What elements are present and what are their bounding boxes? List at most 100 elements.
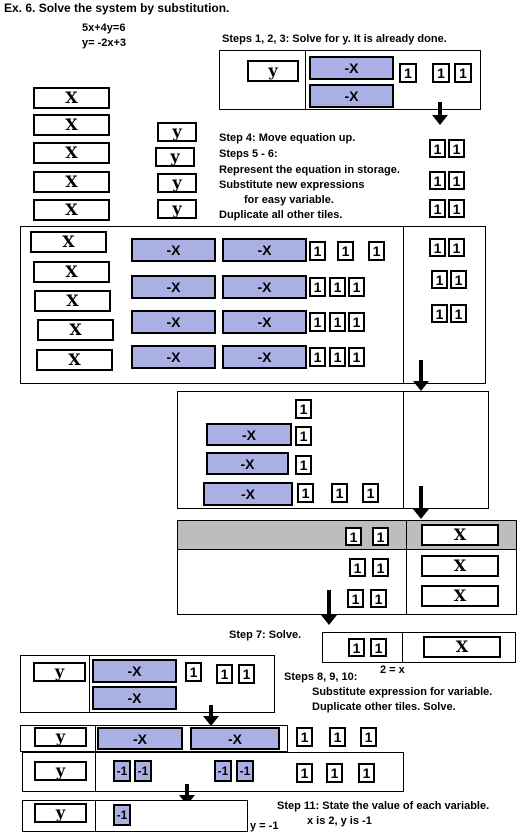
- y-tile: y: [34, 727, 87, 747]
- tile-label: 1: [242, 666, 251, 682]
- tile-label: X: [68, 350, 81, 369]
- neg-x-tile: -X: [206, 423, 292, 446]
- one-tile: 1: [431, 304, 448, 323]
- x-tile: X: [37, 319, 114, 341]
- down-arrow: [413, 360, 429, 391]
- one-tile: 1: [348, 638, 365, 657]
- tile-label: -X: [241, 486, 255, 502]
- tile-label: X: [65, 200, 78, 219]
- tile-label: -X: [127, 690, 142, 706]
- neg-x-tile: -X: [206, 452, 289, 475]
- one-tile: 1: [431, 270, 448, 289]
- tile-label: y: [172, 199, 182, 218]
- tile-label: 1: [300, 765, 309, 781]
- one-tile: 1: [347, 589, 364, 608]
- tile-label: 1: [433, 140, 442, 157]
- steps-5-6-line-a: Represent the equation in storage.: [219, 164, 400, 176]
- one-tile: 1: [238, 664, 255, 684]
- y-tile: y: [33, 662, 86, 682]
- tile-label: -X: [228, 730, 242, 747]
- tile-label: 1: [452, 172, 461, 189]
- one-tile: 1: [429, 238, 446, 257]
- tile-label: 1: [374, 639, 383, 656]
- neg-one-tile: -1: [236, 760, 254, 782]
- tile-label: X: [455, 637, 469, 656]
- steps-8-10-mat-divider: [89, 655, 90, 713]
- one-tile: 1: [358, 763, 375, 783]
- down-arrow: [413, 486, 429, 519]
- y-tile: y: [247, 60, 299, 82]
- one-tile: 1: [295, 455, 312, 475]
- y-tile: y: [34, 803, 87, 823]
- tile-label: 1: [333, 729, 342, 745]
- tile-label: X: [69, 320, 82, 339]
- tile-label: 1: [333, 279, 342, 295]
- step-4-label: Step 4: Move equation up.: [219, 132, 356, 144]
- y-tile: y: [155, 147, 195, 167]
- tile-label: -X: [240, 455, 255, 472]
- tile-label: -X: [344, 88, 359, 104]
- tile-label: X: [66, 291, 79, 310]
- tile-label: 1: [351, 590, 360, 607]
- one-tile: 1: [370, 589, 387, 608]
- one-tile: 1: [448, 238, 465, 257]
- y-tile: y: [157, 173, 197, 193]
- one-tile: 1: [360, 727, 377, 747]
- tile-label: 1: [313, 349, 322, 365]
- tile-label: 1: [437, 65, 445, 81]
- x-tile: X: [33, 261, 110, 283]
- tile-label: 1: [301, 485, 310, 501]
- step-11-label: Step 11: State the value of each variabl…: [277, 800, 490, 812]
- tile-label: -1: [116, 764, 128, 778]
- tile-label: -X: [257, 279, 272, 295]
- one-tile: 1: [216, 664, 233, 684]
- tile-label: 1: [349, 528, 358, 545]
- problem-title: Ex. 6. Solve the system by substitution.: [4, 1, 230, 15]
- tile-label: 1: [433, 200, 442, 217]
- tile-label: -X: [127, 663, 142, 679]
- tile-label: X: [65, 115, 78, 134]
- tile-label: 1: [376, 559, 385, 576]
- tile-label: -X: [257, 349, 272, 365]
- neg-x-tile: -X: [222, 310, 307, 334]
- tile-label: 1: [433, 172, 442, 189]
- neg-x-tile: -X: [131, 238, 216, 262]
- tile-label: y: [268, 61, 278, 80]
- one-tile: 1: [348, 277, 365, 297]
- tile-label: y: [170, 147, 180, 166]
- tile-label: -X: [257, 314, 272, 330]
- x-tile: X: [33, 199, 110, 221]
- tile-label: X: [453, 586, 467, 605]
- one-tile: 1: [370, 638, 387, 657]
- tile-label: X: [65, 262, 78, 281]
- tile-label: -X: [166, 314, 181, 330]
- combine-mat-divider: [403, 391, 404, 509]
- tile-label: 1: [454, 305, 463, 322]
- one-tile: 1: [454, 63, 472, 83]
- tile-label: 1: [341, 243, 350, 259]
- step-7-label: Step 7: Solve.: [229, 629, 302, 641]
- tile-label: -1: [217, 764, 229, 778]
- neg-x-tile: -X: [309, 56, 394, 80]
- tile-label: X: [65, 172, 78, 191]
- one-tile: 1: [337, 241, 354, 261]
- x-tile: X: [33, 171, 110, 193]
- tile-label: 1: [220, 666, 229, 682]
- tile-label: y: [54, 662, 65, 681]
- neg-x-tile: -X: [92, 686, 177, 710]
- one-tile: 1: [309, 347, 326, 367]
- tile-label: y: [172, 122, 182, 141]
- one-tile: 1: [368, 241, 385, 261]
- neg-x-tile: -X: [92, 659, 177, 683]
- down-arrow: [432, 102, 448, 125]
- one-tile: 1: [309, 312, 326, 332]
- tile-label: 1: [376, 528, 385, 545]
- neg-x-tile: -X: [222, 238, 307, 262]
- x-tile: X: [421, 555, 499, 577]
- tile-label: -X: [166, 349, 181, 365]
- tile-label: 1: [352, 314, 361, 330]
- tile-label: -X: [166, 242, 181, 258]
- neg-x-tile: -X: [190, 727, 280, 750]
- one-tile: 1: [450, 304, 467, 323]
- tile-label: X: [453, 556, 467, 575]
